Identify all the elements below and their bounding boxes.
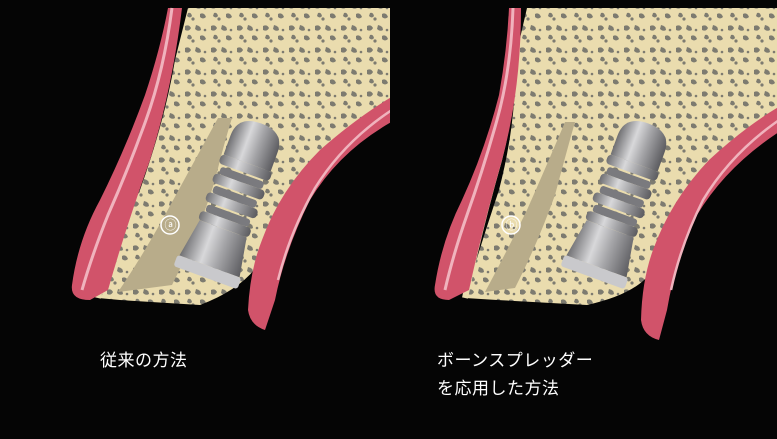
bone-spreader-method-illustration	[387, 0, 777, 340]
conventional-method-illustration	[0, 0, 390, 340]
panel-bone-spreader-method: ⓑ ボーンスプレッダー を応用した方法	[387, 0, 777, 439]
panel-conventional-method: ⓐ 従来の方法	[0, 0, 390, 439]
caption-conventional: 従来の方法	[100, 347, 188, 375]
caption-bone-spreader: ボーンスプレッダー を応用した方法	[437, 347, 593, 403]
caption-line-1: ボーンスプレッダー	[437, 347, 593, 375]
caption-line: 従来の方法	[100, 347, 188, 375]
marker-a-label: ⓐ	[162, 214, 179, 236]
marker-b-label: ⓑ	[503, 214, 520, 236]
caption-line-2: を応用した方法	[437, 375, 593, 403]
